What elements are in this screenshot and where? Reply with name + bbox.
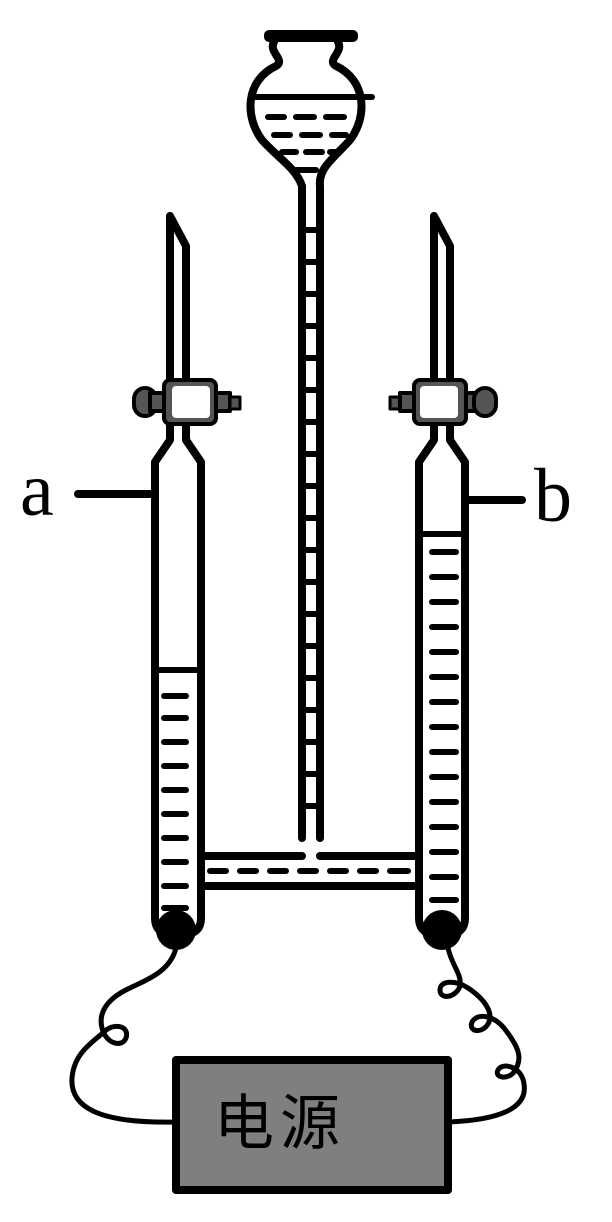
reservoir-stopper <box>264 30 358 42</box>
left-tube <box>74 212 205 950</box>
right-tube <box>415 212 526 950</box>
right-electrode <box>422 910 462 950</box>
power-supply-box <box>172 1056 452 1194</box>
label-a: a <box>20 448 54 532</box>
right-clamp <box>388 378 498 426</box>
left-tube-outline <box>151 421 205 938</box>
central-tube-liquid-marks <box>301 227 321 809</box>
left-electrode <box>156 910 196 950</box>
left-tube-nozzle <box>166 212 190 429</box>
left-wire <box>69 945 181 1125</box>
left-tube-liquid-marks <box>161 693 189 911</box>
reservoir-outline <box>246 38 366 842</box>
reservoir-bulb <box>246 30 375 842</box>
right-tube-nozzle <box>430 212 454 429</box>
connecting-tube <box>197 852 423 890</box>
reservoir-liquid-dashes <box>265 114 349 173</box>
left-clamp <box>132 378 242 426</box>
power-supply-label: 电源 <box>214 1089 346 1159</box>
right-tube-liquid-marks <box>429 549 459 903</box>
right-wire <box>437 945 527 1125</box>
label-b: b <box>534 454 572 538</box>
